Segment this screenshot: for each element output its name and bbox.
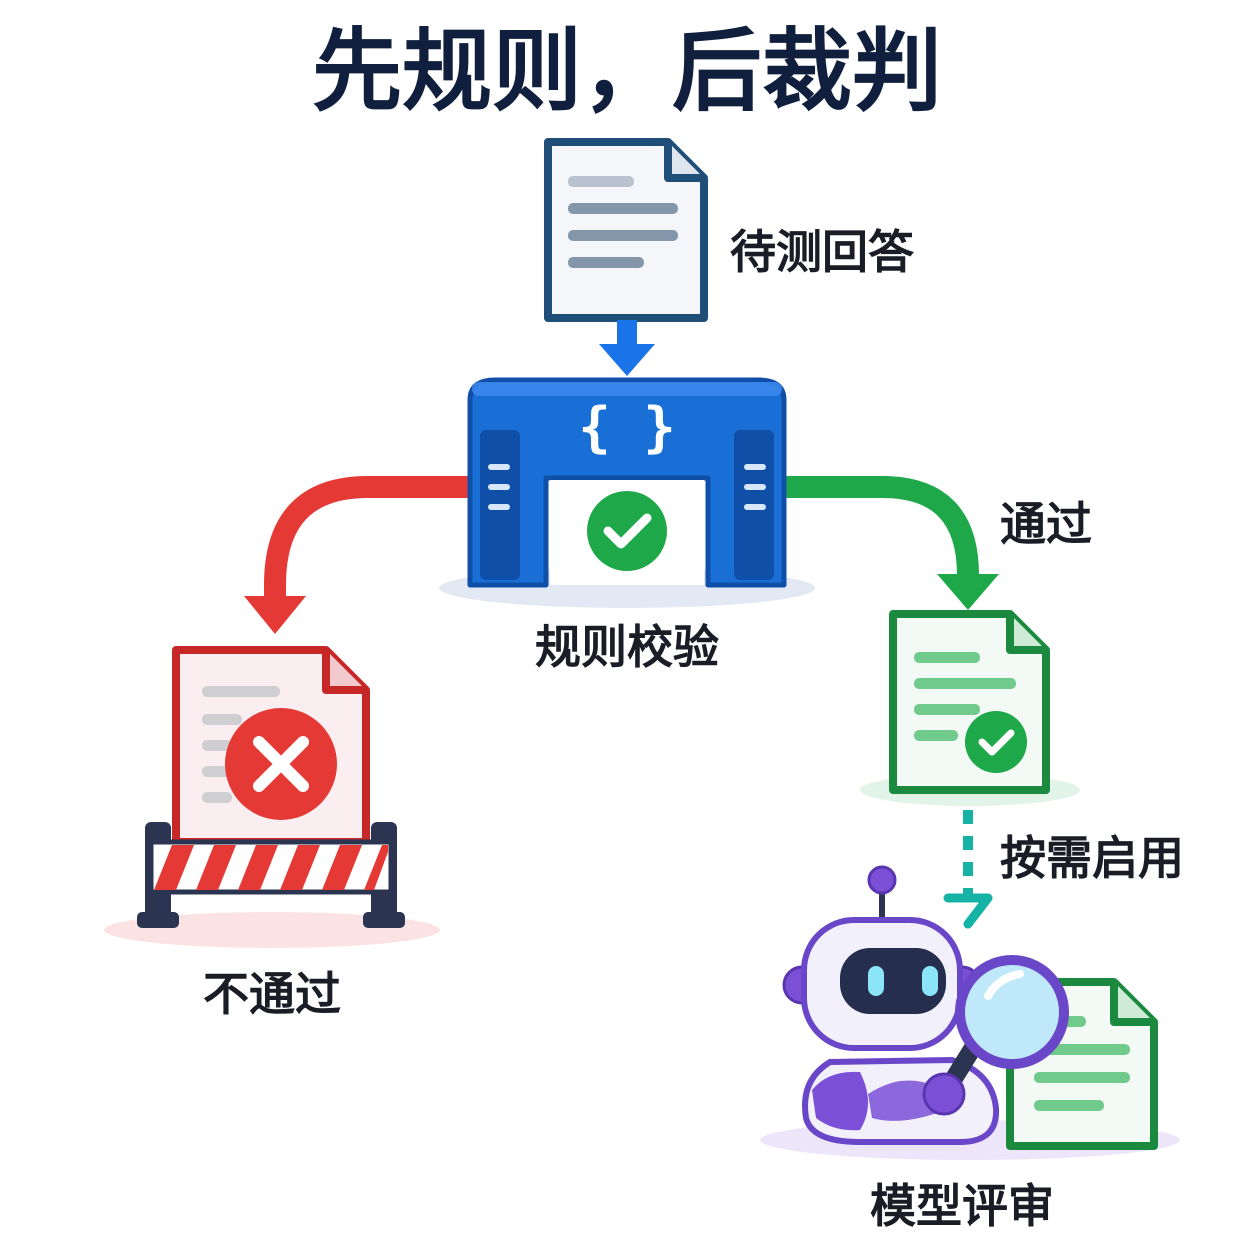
fail-label: 不通过 — [203, 967, 341, 1021]
page-title: 先规则，后裁判 — [312, 19, 942, 124]
fail-node — [104, 646, 440, 948]
pass-label: 通过 — [1000, 497, 1092, 551]
judge-label: 模型评审 — [870, 1179, 1054, 1233]
rule-gate-label: 规则校验 — [535, 620, 719, 674]
input-document-icon — [544, 138, 708, 322]
rule-gate-icon — [439, 377, 815, 608]
barrier-icon — [137, 822, 405, 928]
optional-label: 按需启用 — [1000, 831, 1184, 885]
input-label: 待测回答 — [730, 225, 915, 279]
arrow-gate-to-pass — [784, 476, 999, 610]
magnifier-icon — [922, 955, 1069, 1116]
approved-document-icon — [860, 610, 1080, 806]
arrow-pass-to-judge — [943, 810, 993, 929]
arrow-input-to-gate — [599, 320, 655, 376]
arrow-gate-to-fail — [244, 476, 470, 634]
rule-gate-glyph: { } — [578, 396, 676, 459]
